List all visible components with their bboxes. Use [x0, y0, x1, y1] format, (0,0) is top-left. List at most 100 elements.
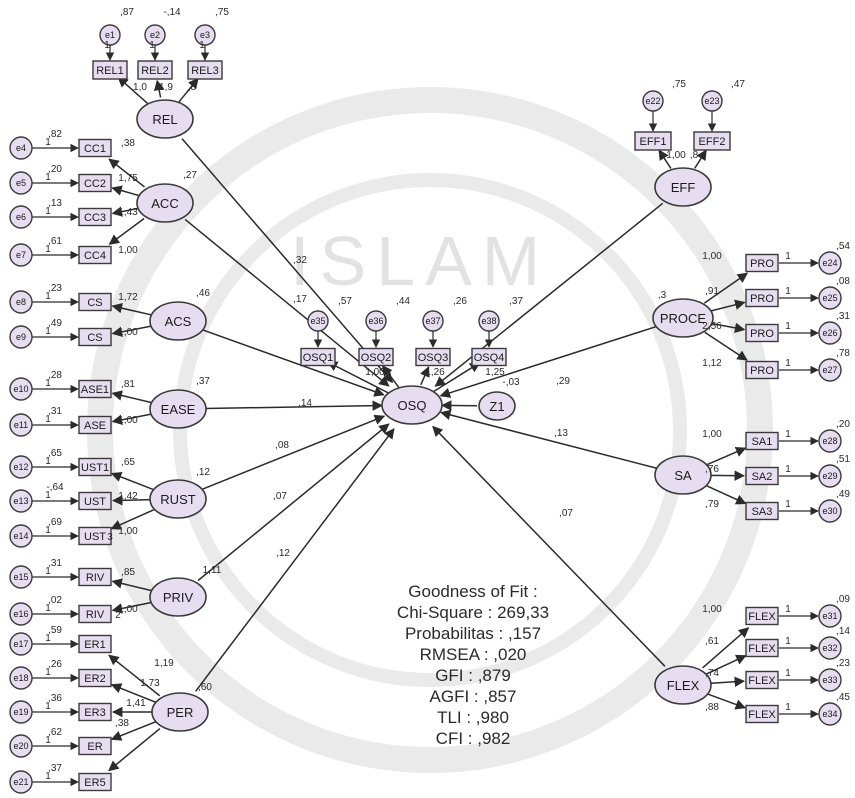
indicator-ease-2-box — [78, 415, 112, 435]
fixed-e5: 1 — [45, 172, 51, 183]
loading-rel-2: 1,9 — [159, 82, 173, 93]
indicator-per-4-box — [78, 736, 112, 756]
indicator-proce-4-label: PRO — [750, 365, 774, 377]
indicator-proce-4-box — [745, 360, 779, 380]
loading-sa-2: ,76 — [705, 464, 719, 475]
error-e9-label: e9 — [16, 332, 26, 342]
indicator-ease-1-box — [78, 379, 112, 399]
error-e15-circle — [9, 565, 33, 589]
error-e28-label: e28 — [822, 436, 837, 446]
path-sa-sa1-1 — [706, 447, 747, 466]
error-e35-label: e35 — [310, 316, 325, 326]
indicator-acc-2-box — [78, 173, 112, 193]
indicator-proce-2-box — [745, 288, 779, 308]
error-e8-label: e8 — [16, 297, 26, 307]
path-rel-rel2 — [153, 79, 165, 98]
latent-osq-label: OSQ — [398, 398, 427, 413]
path-acc-e5 — [111, 185, 141, 197]
variance-e20: ,62 — [48, 727, 62, 738]
variance-e28: ,20 — [836, 419, 850, 430]
indicator-trust-3-box — [78, 526, 112, 546]
indicator-rel1-label: REL1 — [96, 65, 124, 77]
error-e4-circle — [9, 136, 33, 160]
variance-e7: ,61 — [48, 236, 62, 247]
error-e32-label: e32 — [822, 643, 837, 653]
loading-osq-3: 1,25 — [485, 367, 505, 378]
loading-trust-1: ,65 — [121, 457, 135, 468]
error-e7-circle — [9, 243, 33, 267]
error-e30-label: e30 — [822, 506, 837, 516]
error-e25-label: e25 — [822, 293, 837, 303]
indicator-eff2-label: EFF2 — [699, 136, 726, 148]
loading-ease-2: 1,00 — [118, 415, 138, 426]
variance-e4: ,82 — [48, 129, 62, 140]
indicator-per-2-box — [78, 668, 112, 688]
indicator-flex-2-box — [745, 638, 779, 658]
indicator-ease-2-label: ASE — [84, 420, 106, 432]
indicator-proce-1-box — [745, 253, 779, 273]
indicator-sa-2-label: SA2 — [752, 471, 773, 483]
error-e18-label: e18 — [13, 673, 28, 683]
path-priv-e16 — [111, 601, 153, 614]
gof-chi-square: Chi-Square : 269,33 — [397, 603, 549, 622]
indicator-osq2-label: OSQ2 — [361, 352, 392, 364]
path-flex-flex-1 — [702, 627, 750, 669]
error-e17-label: e17 — [13, 639, 28, 649]
loading-eff-1: 1,00 — [666, 150, 686, 161]
path-proce-pro-4 — [704, 331, 748, 361]
error-e24-label: e24 — [822, 258, 837, 268]
variance-e37: ,26 — [453, 296, 467, 307]
indicator-eff2-box — [693, 131, 731, 151]
latent-priv-label: PRIV — [163, 590, 194, 605]
fixed-e34: 1 — [785, 702, 791, 713]
indicator-sa-3-box — [745, 501, 779, 521]
latent-rel-ellipse — [136, 99, 194, 139]
path-sa-sa3-3 — [706, 485, 747, 505]
fixed-e29: 1 — [785, 464, 791, 475]
error-e3-circle — [194, 24, 216, 46]
watermark-text: ISLAM — [290, 222, 550, 300]
error-e29-label: e29 — [822, 471, 837, 481]
path-proce-pro-1 — [703, 272, 749, 304]
error-e20-circle — [9, 734, 33, 758]
error-e17-circle — [9, 632, 33, 656]
indicator-priv-2-box — [78, 604, 112, 624]
error-e32-circle — [818, 636, 842, 660]
fixed-e28: 1 — [785, 429, 791, 440]
fixed-e6: 1 — [45, 206, 51, 217]
error-e9-circle — [9, 325, 33, 349]
indicator-acc-1-box — [78, 138, 112, 158]
fixed-e20: 1 — [45, 735, 51, 746]
indicator-osq1-box — [300, 347, 336, 367]
loading-flex-4: ,88 — [705, 702, 719, 713]
coef-trust-osq: ,08 — [275, 440, 289, 451]
indicator-osq3-box — [415, 347, 451, 367]
path-flex-osq — [432, 425, 666, 667]
fixed-e31: 1 — [785, 604, 791, 615]
indicator-sa-3-label: SA3 — [752, 506, 773, 518]
loading-osq-1: 1,00 — [365, 367, 385, 378]
indicator-rel3-label: REL3 — [191, 65, 219, 77]
latent-acc-label: ACC — [151, 196, 178, 211]
error-e6-circle — [9, 205, 33, 229]
error-e14-circle — [9, 524, 33, 548]
loading-eff-2: ,8 — [690, 150, 699, 161]
path-per-e18 — [110, 683, 157, 704]
error-e35-circle — [307, 310, 329, 332]
variance-e12: ,65 — [48, 448, 62, 459]
error-e14-label: e14 — [13, 531, 28, 541]
coef-rel-osq: ,32 — [293, 255, 307, 266]
variance-e34: ,45 — [836, 692, 850, 703]
indicator-osq4-label: OSQ4 — [474, 352, 505, 364]
error-e11-circle — [9, 413, 33, 437]
path-acs-e8 — [111, 303, 153, 316]
loading-ease-1: ,81 — [121, 379, 135, 390]
variance-osq: -,03 — [502, 377, 520, 388]
indicator-eff1-box — [634, 131, 672, 151]
fixed-e12: 1 — [45, 456, 51, 467]
indicator-ease-1-label: ASE1 — [81, 384, 109, 396]
variance-e8: ,23 — [48, 283, 62, 294]
variance-e11: ,31 — [48, 406, 62, 417]
loading-priv-1: ,85 — [121, 567, 135, 578]
